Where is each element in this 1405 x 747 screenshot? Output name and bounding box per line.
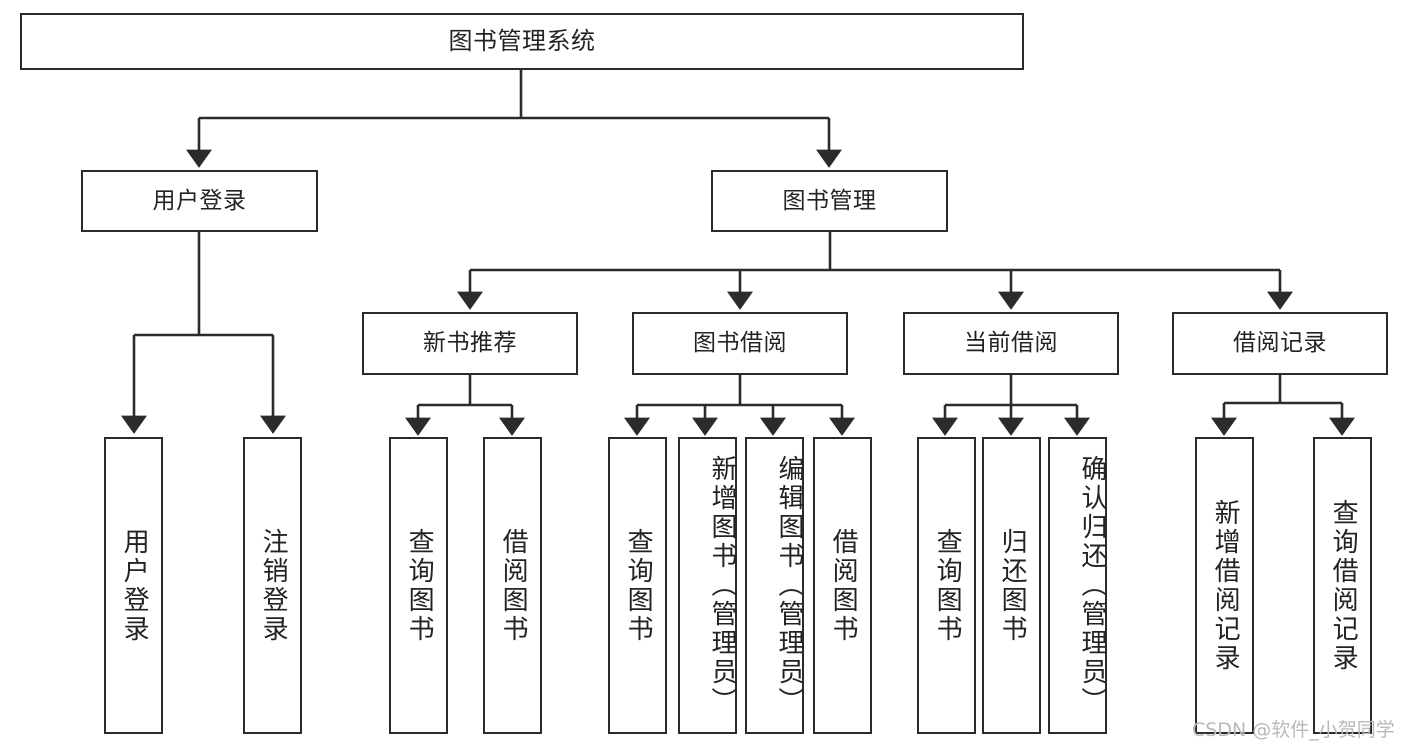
node-book-management[interactable]: 图书管理 — [711, 170, 948, 232]
node-leaf-add-borrow-record[interactable]: 新增借阅记录 — [1195, 437, 1254, 734]
node-borrow-record[interactable]: 借阅记录 — [1172, 312, 1388, 375]
node-leaf-return-book[interactable]: 归还图书 — [982, 437, 1041, 734]
csdn-watermark: CSDN @软件_小贺同学 — [1192, 719, 1395, 741]
node-leaf-query-book-recommend[interactable]: 查询图书 — [389, 437, 448, 734]
node-leaf-user-logout[interactable]: 注销登录 — [243, 437, 302, 734]
node-new-book-recommend[interactable]: 新书推荐 — [362, 312, 578, 375]
node-leaf-borrow-book-recommend[interactable]: 借阅图书 — [483, 437, 542, 734]
node-leaf-query-book-current[interactable]: 查询图书 — [917, 437, 976, 734]
node-current-borrow[interactable]: 当前借阅 — [903, 312, 1119, 375]
node-leaf-query-book[interactable]: 查询图书 — [608, 437, 667, 734]
node-user-login[interactable]: 用户登录 — [81, 170, 318, 232]
node-root-book-management-system[interactable]: 图书管理系统 — [20, 13, 1024, 70]
node-leaf-user-login[interactable]: 用户登录 — [104, 437, 163, 734]
node-leaf-borrow-book[interactable]: 借阅图书 — [813, 437, 872, 734]
node-leaf-edit-book-admin[interactable]: 编辑图书（管理员） — [745, 437, 804, 734]
node-leaf-query-borrow-record[interactable]: 查询借阅记录 — [1313, 437, 1372, 734]
node-book-borrow[interactable]: 图书借阅 — [632, 312, 848, 375]
node-leaf-confirm-return-admin[interactable]: 确认归还（管理员） — [1048, 437, 1107, 734]
node-leaf-add-book-admin[interactable]: 新增图书（管理员） — [678, 437, 737, 734]
